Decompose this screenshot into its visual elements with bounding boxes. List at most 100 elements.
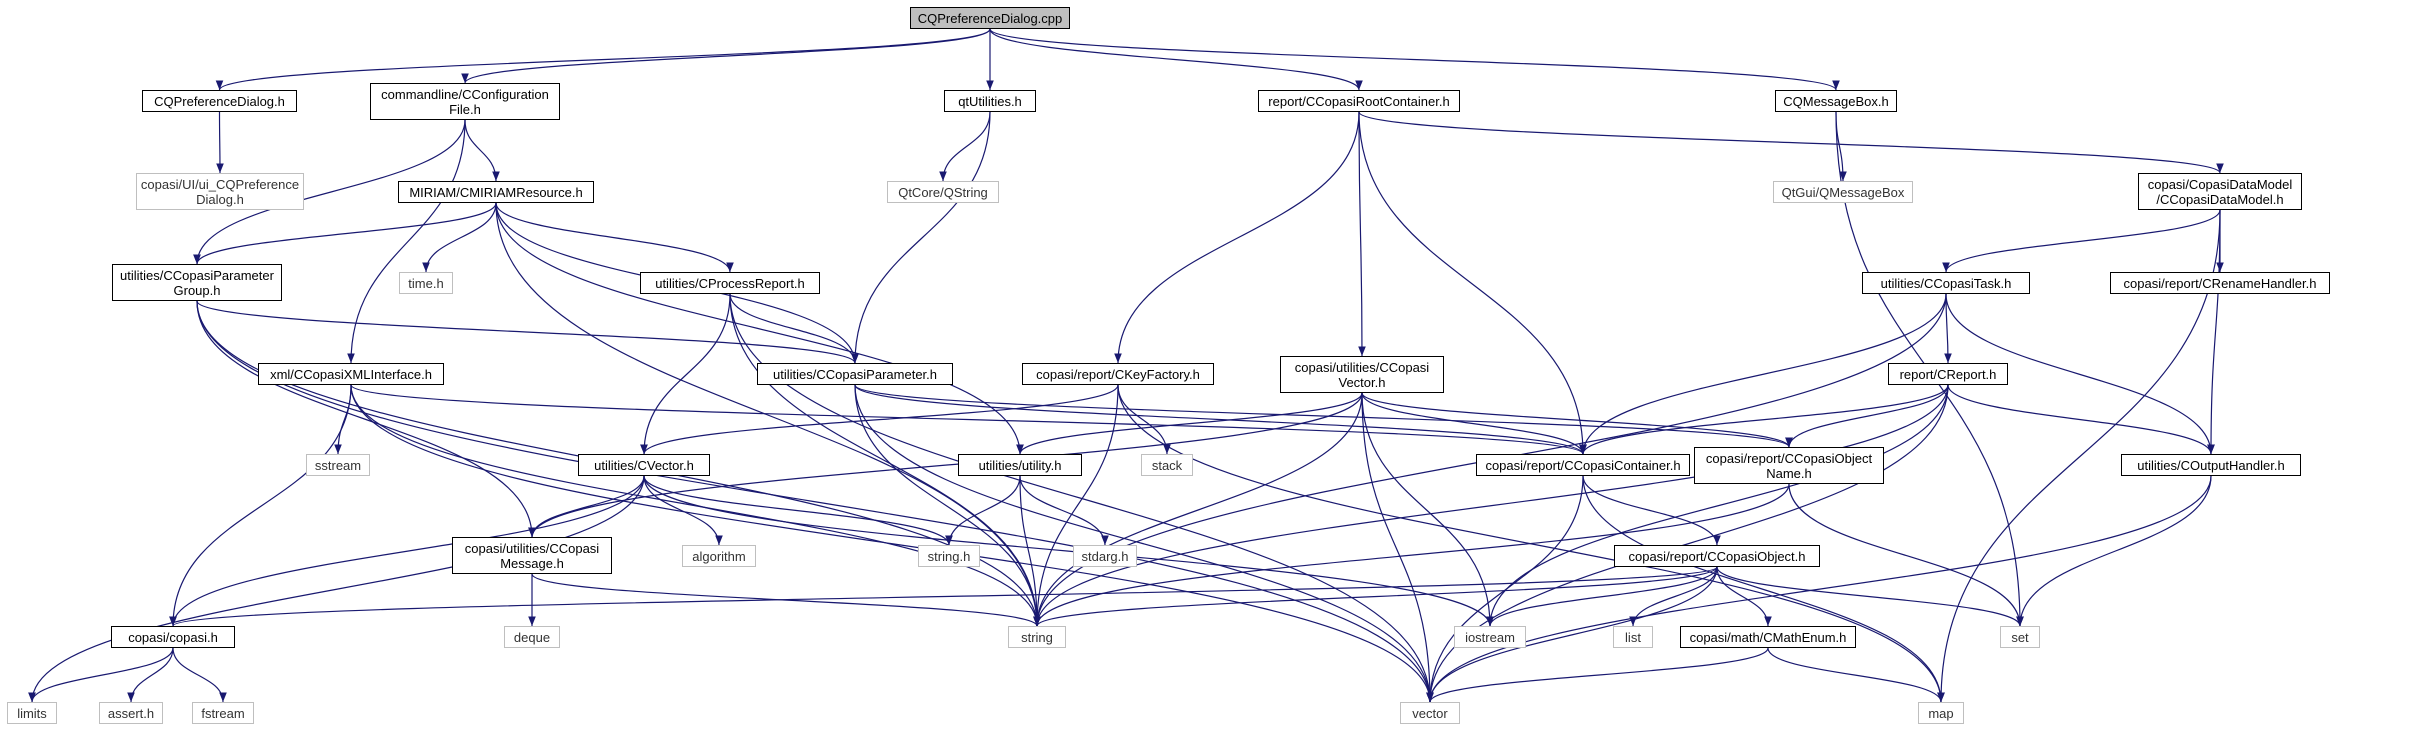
edge-ccopasivector_h-to-ccopasimessage_h bbox=[528, 392, 1363, 538]
edge-ccopasicontainer_h-to-vector bbox=[1426, 475, 1584, 703]
edge-configurationfile_h-to-cmiriamresource_h bbox=[464, 119, 500, 182]
node-assert-h[interactable]: assert.h bbox=[99, 702, 163, 724]
node-ccopasiparametergroup-h[interactable]: utilities/CCopasiParameter Group.h bbox=[112, 264, 282, 301]
edge-ckeyfactory_h-to-string bbox=[1033, 384, 1119, 627]
edge-configurationfile_h-to-ccopasixmlinterface_h bbox=[347, 119, 466, 364]
node-ccopasirootcontainer-h[interactable]: report/CCopasiRootContainer.h bbox=[1258, 90, 1460, 112]
edge-ccopasiobjectname_h-to-set bbox=[1788, 483, 2024, 627]
node-cqmessagebox-h[interactable]: CQMessageBox.h bbox=[1775, 90, 1897, 112]
node-ccopasicontainer-h[interactable]: copasi/report/CCopasiContainer.h bbox=[1476, 454, 1690, 476]
edge-root-to-cqpreferencedialog_h bbox=[215, 28, 991, 91]
edge-ccopasivector_h-to-ccopasicontainer_h bbox=[1361, 392, 1587, 455]
node-sstream[interactable]: sstream bbox=[306, 454, 370, 476]
edge-ccopasirootcontainer_h-to-ccopasidatamodel_h bbox=[1358, 111, 2224, 174]
node-time-h[interactable]: time.h bbox=[399, 272, 453, 294]
node-ccopasitask-h[interactable]: utilities/CCopasiTask.h bbox=[1862, 272, 2030, 294]
node-cmathenum-h[interactable]: copasi/math/CMathEnum.h bbox=[1680, 626, 1856, 648]
node-qstring[interactable]: QtCore/QString bbox=[887, 181, 999, 203]
node-cqpreferencedialog-cpp[interactable]: CQPreferenceDialog.cpp bbox=[910, 7, 1070, 29]
node-ccopasivector-h[interactable]: copasi/utilities/CCopasi Vector.h bbox=[1280, 356, 1444, 393]
edge-creport_h-to-coutputhandler_h bbox=[1947, 384, 2215, 455]
edge-cvector_h-to-string_h bbox=[643, 475, 953, 546]
edge-cvector_h-to-iostream bbox=[643, 475, 1494, 627]
node-crenamehandler-h[interactable]: copasi/report/CRenameHandler.h bbox=[2110, 272, 2330, 294]
edge-cmathenum_h-to-map bbox=[1767, 647, 1945, 703]
edge-ccopasicontainer_h-to-ccopasiobject_h bbox=[1582, 475, 1721, 546]
node-map[interactable]: map bbox=[1918, 702, 1964, 724]
node-coutputhandler-h[interactable]: utilities/COutputHandler.h bbox=[2121, 454, 2301, 476]
edge-ccopasiparameter_h-to-vector bbox=[854, 384, 1434, 703]
edge-ccopasiobject_h-to-cmathenum_h bbox=[1716, 566, 1772, 627]
edge-ccopasiparametergroup_h-to-ccopasiparameter_h bbox=[196, 300, 859, 364]
edge-ccopasixmlinterface_h-to-string bbox=[350, 384, 1041, 627]
edge-ccopasiobject_h-to-set bbox=[1716, 566, 2024, 627]
node-utility-h[interactable]: utilities/utility.h bbox=[958, 454, 1082, 476]
edge-root-to-cqmessagebox_h bbox=[989, 28, 1840, 91]
node-cconfigurationfile-h[interactable]: commandline/CConfiguration File.h bbox=[370, 83, 560, 120]
node-fstream[interactable]: fstream bbox=[192, 702, 254, 724]
edge-ccopasidatamodel_h-to-coutputhandler_h bbox=[2207, 209, 2221, 455]
edge-cvector_h-to-algorithm bbox=[643, 475, 723, 546]
edge-creport_h-to-string bbox=[1033, 384, 1949, 627]
edge-ccopasidatamodel_h-to-map bbox=[1937, 209, 2221, 703]
edge-creport_h-to-vector bbox=[1426, 384, 1949, 703]
node-cqpreferencedialog-h[interactable]: CQPreferenceDialog.h bbox=[142, 90, 297, 112]
edge-ccopasiobject_h-to-copasi_h bbox=[169, 566, 1718, 627]
edge-cmathenum_h-to-vector bbox=[1426, 647, 1769, 703]
edge-cqpreferencedialog_h-to-ui_cqpreferencedialog_h bbox=[216, 111, 224, 174]
edge-utility_h-to-string_h bbox=[945, 475, 1021, 546]
edge-ccopasiobject_h-to-string bbox=[1033, 566, 1718, 627]
node-algorithm[interactable]: algorithm bbox=[682, 545, 756, 567]
node-cvector-h[interactable]: utilities/CVector.h bbox=[578, 454, 710, 476]
node-list[interactable]: list bbox=[1613, 626, 1653, 648]
node-ccopasixmlinterface-h[interactable]: xml/CCopasiXMLInterface.h bbox=[258, 363, 444, 385]
node-creport-h[interactable]: report/CReport.h bbox=[1888, 363, 2008, 385]
node-ckeyfactory-h[interactable]: copasi/report/CKeyFactory.h bbox=[1022, 363, 1214, 385]
node-ui-cqpreferencedialog-h[interactable]: copasi/UI/ui_CQPreference Dialog.h bbox=[136, 173, 304, 210]
edge-utility_h-to-stdarg_h bbox=[1019, 475, 1109, 546]
edge-cmiriamresource_h-to-ccopasiparametergroup_h bbox=[193, 202, 497, 265]
node-cmiriamresource-h[interactable]: MIRIAM/CMIRIAMResource.h bbox=[398, 181, 594, 203]
node-vector[interactable]: vector bbox=[1400, 702, 1460, 724]
edge-copasi_h-to-assert_h bbox=[127, 647, 174, 703]
edge-creport_h-to-iostream bbox=[1486, 384, 1949, 627]
edge-ccopasicontainer_h-to-map bbox=[1582, 475, 1945, 703]
edge-ccopasitask_h-to-creport_h bbox=[1944, 293, 1952, 364]
node-copasi-h[interactable]: copasi/copasi.h bbox=[111, 626, 235, 648]
edge-cprocessreport_h-to-cvector_h bbox=[640, 293, 731, 455]
edge-ccopasixmlinterface_h-to-ccopasicontainer_h bbox=[350, 384, 1587, 455]
edge-ckeyfactory_h-to-cvector_h bbox=[640, 384, 1119, 455]
node-set[interactable]: set bbox=[2000, 626, 2040, 648]
node-stdarg-h[interactable]: stdarg.h bbox=[1073, 545, 1137, 567]
node-iostream[interactable]: iostream bbox=[1454, 626, 1526, 648]
node-ccopasiobjectname-h[interactable]: copasi/report/CCopasiObject Name.h bbox=[1694, 447, 1884, 484]
node-limits[interactable]: limits bbox=[7, 702, 57, 724]
edge-cprocessreport_h-to-ccopasiparameter_h bbox=[729, 293, 859, 364]
node-ccopasiparameter-h[interactable]: utilities/CCopasiParameter.h bbox=[757, 363, 953, 385]
edge-cmiriamresource_h-to-time_h bbox=[422, 202, 497, 273]
edge-ccopasiparametergroup_h-to-ccopasimessage_h bbox=[196, 300, 536, 538]
node-ccopasimessage-h[interactable]: copasi/utilities/CCopasi Message.h bbox=[452, 537, 612, 574]
node-stack[interactable]: stack bbox=[1141, 454, 1193, 476]
edge-qtutilities_h-to-ccopasiparameter_h bbox=[851, 111, 991, 364]
node-ccopasiobject-h[interactable]: copasi/report/CCopasiObject.h bbox=[1614, 545, 1820, 567]
edge-ccopasixmlinterface_h-to-vector bbox=[350, 384, 1434, 703]
edge-ccopasiparameter_h-to-string bbox=[854, 384, 1041, 627]
node-cprocessreport-h[interactable]: utilities/CProcessReport.h bbox=[640, 272, 820, 294]
edge-coutputhandler_h-to-vector bbox=[1426, 475, 2212, 703]
edge-root-to-ccopasirootcontainer_h bbox=[989, 28, 1363, 91]
node-ccopasidatamodel-h[interactable]: copasi/CopasiDataModel /CCopasiDataModel… bbox=[2138, 173, 2302, 210]
node-qmessagebox[interactable]: QtGui/QMessageBox bbox=[1773, 181, 1913, 203]
node-qtutilities-h[interactable]: qtUtilities.h bbox=[944, 90, 1036, 112]
edge-ccopasitask_h-to-coutputhandler_h bbox=[1945, 293, 2215, 455]
edge-root-to-configurationfile_h bbox=[461, 28, 991, 84]
edge-ccopasirootcontainer_h-to-ckeyfactory_h bbox=[1114, 111, 1360, 364]
edge-coutputhandler_h-to-set bbox=[2016, 475, 2212, 627]
node-string[interactable]: string bbox=[1008, 626, 1066, 648]
edge-cprocessreport_h-to-string bbox=[729, 293, 1041, 627]
node-deque[interactable]: deque bbox=[504, 626, 560, 648]
edge-copasi_h-to-limits bbox=[28, 647, 174, 703]
edge-ccopasiobjectname_h-to-string bbox=[1033, 483, 1790, 627]
node-string-h[interactable]: string.h bbox=[918, 545, 980, 567]
